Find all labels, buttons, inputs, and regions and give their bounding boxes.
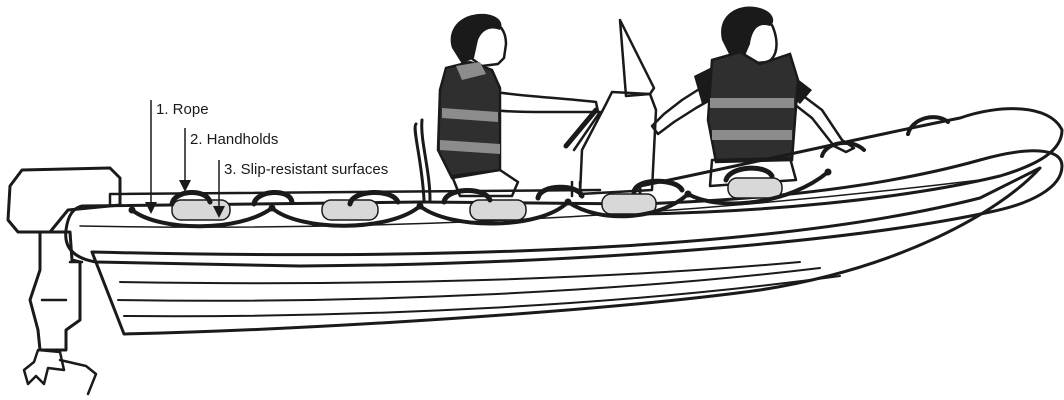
slip-pad: [470, 200, 526, 220]
slip-pad: [172, 200, 230, 220]
rope-anchor: [129, 207, 136, 214]
rope-anchor: [417, 203, 424, 210]
rib-boat-icon: [66, 151, 1062, 334]
life-jacket-icon: [708, 52, 798, 162]
rope-anchor: [565, 199, 572, 206]
callout-handholds-label: 2. Handholds: [190, 131, 278, 148]
life-jacket-icon: [438, 62, 500, 178]
person-driver: [438, 14, 598, 196]
callout-rope-label: 1. Rope: [156, 101, 209, 118]
rope-anchor: [685, 191, 692, 198]
callout-slip-label: 3. Slip-resistant surfaces: [224, 161, 388, 178]
rope-anchor: [269, 205, 276, 212]
slip-pad: [602, 194, 656, 214]
slip-pad: [728, 178, 782, 198]
person-passenger: [652, 6, 854, 186]
rope-anchor: [825, 169, 832, 176]
